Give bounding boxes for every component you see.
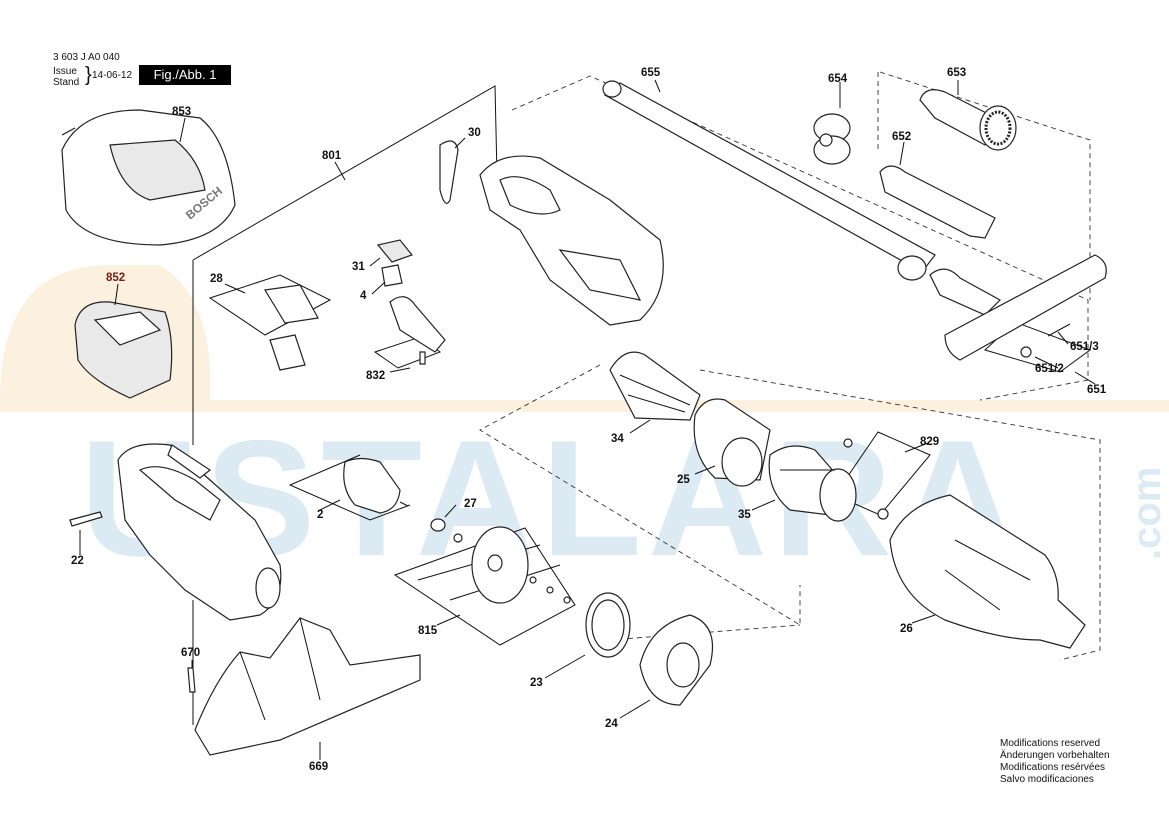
label-832: 832 [366,370,385,382]
screw-670-part [187,667,196,693]
label-4: 4 [360,290,367,302]
label-30: 30 [468,127,481,139]
label-654: 654 [828,73,848,85]
motor-part [343,457,409,514]
label-652: 652 [892,131,911,143]
notice-fr: Modifications resérvées [1000,762,1106,773]
label-28: 28 [210,273,223,285]
filter-cage-part [609,351,701,421]
extension-tube-part [602,80,936,281]
label-35: 35 [738,509,751,521]
seal-ring-part [585,592,631,658]
wall-holder-part [194,617,421,756]
label-34: 34 [611,433,624,445]
label-25: 25 [677,474,690,486]
figure-label: Fig./Abb. 1 [139,65,231,85]
switch-parts [264,239,446,371]
label-22: 22 [71,555,84,567]
charger-part: BOSCH [61,109,236,246]
filter-frame-part [768,445,857,522]
label-24: 24 [605,718,618,730]
label-651-2: 651/2 [1035,363,1064,375]
label-801: 801 [322,150,342,162]
round-brush-part [919,89,1017,151]
battery-part [74,301,173,399]
label-27: 27 [464,498,477,510]
label-31: 31 [352,261,365,273]
floor-nozzle-part [929,254,1107,361]
screw-22-part [69,511,103,527]
fan-part [453,526,571,604]
washer-part [430,518,446,532]
label-2: 2 [317,509,323,521]
issue-label: Issue [53,66,77,77]
seal-part [843,438,889,520]
label-829: 829 [920,436,939,448]
label-651: 651 [1087,384,1107,396]
label-26: 26 [900,623,913,635]
modifications-notice: Modifications reserved Änderungen vorbeh… [1000,738,1110,786]
clip-part [813,113,851,165]
housing-part [479,155,664,326]
label-670: 670 [181,647,200,659]
cover-part [639,614,714,706]
label-815: 815 [418,625,438,637]
crevice-tool-part [879,165,996,239]
issue-date: 14-06-12 [92,70,133,81]
handle-body-part [117,443,282,621]
label-655: 655 [641,67,661,79]
label-653: 653 [947,67,966,79]
strap-part [439,140,459,204]
notice-de: Änderungen vorbehalten [1000,750,1110,761]
dust-container-part [889,494,1086,649]
document-number: 3 603 J A0 040 [53,52,120,63]
watermark-suffix: .com [1125,467,1169,560]
filter-part [693,398,771,487]
brace-glyph: } [85,64,92,86]
label-853: 853 [172,106,191,118]
label-852: 852 [106,272,125,284]
notice-en: Modifications reserved [1000,738,1101,749]
stand-label: Stand [53,77,80,88]
label-651-3: 651/3 [1070,341,1099,353]
leader-lines [79,79,1096,760]
part-numbers: 853 852 801 30 655 654 653 652 28 31 4 8… [71,67,1107,773]
label-23: 23 [530,677,543,689]
label-669: 669 [309,761,328,773]
notice-es: Salvo modificaciones [1000,774,1094,785]
